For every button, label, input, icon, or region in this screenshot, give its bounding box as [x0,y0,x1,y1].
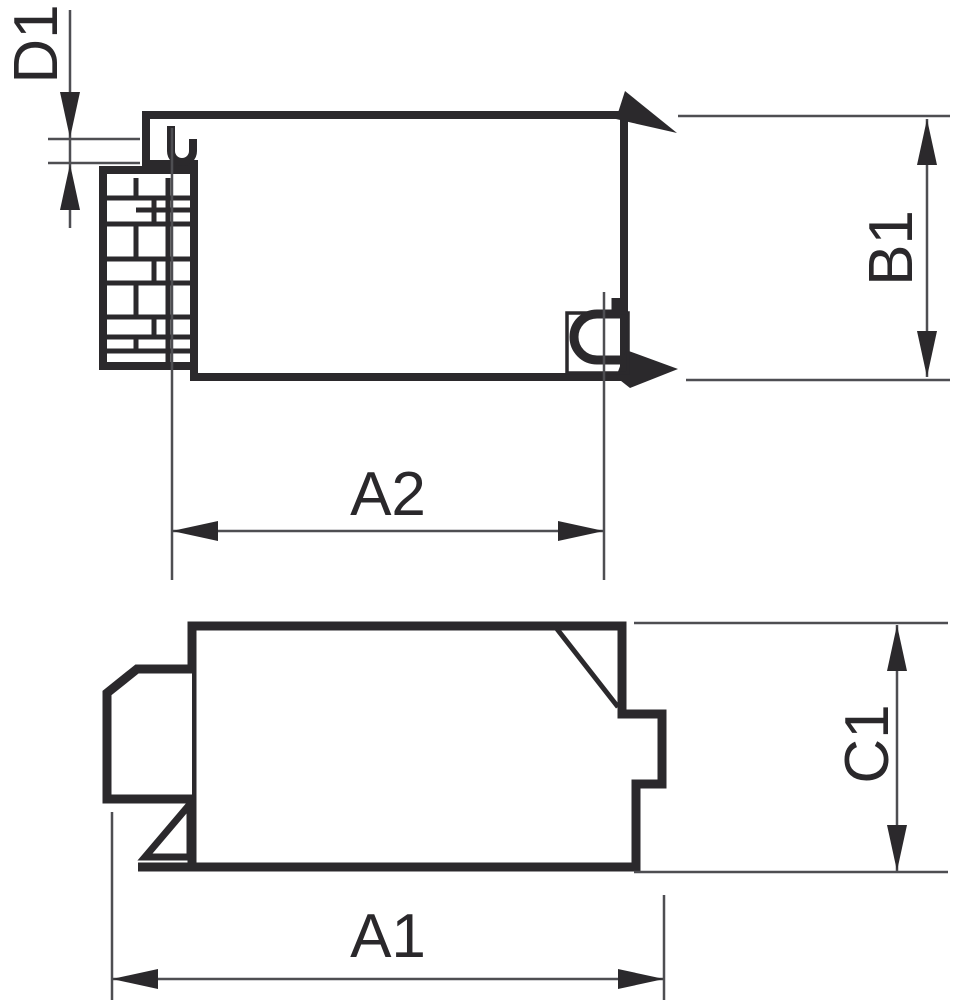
housing-body-side [142,111,628,381]
c1-arrow-up [887,625,907,671]
mounting-flange-top [616,91,677,133]
dimension-d1: D1 [2,4,140,228]
dimension-a1: A1 [110,812,666,1000]
housing-body-bottom [187,621,667,872]
snap-hook-bottom-right [569,298,626,365]
top-view [99,91,678,388]
c1-arrow-down [887,825,907,871]
a2-arrow-right [558,521,604,541]
b1-label: B1 [857,210,926,286]
a1-arrow-left [112,969,158,989]
a1-arrow-right [618,969,664,989]
d1-label: D1 [2,4,71,83]
b1-arrow-up [917,119,937,165]
snap-foot [137,794,194,861]
a2-arrow-left [172,521,218,541]
c1-label: C1 [833,704,902,783]
dimension-a2: A2 [170,128,606,580]
dimension-c1: C1 [634,621,948,874]
dimension-b1: B1 [678,114,950,382]
terminal-block [99,166,198,370]
a1-label: A1 [350,902,426,971]
chamfer-line [555,627,620,709]
terminal-grid [107,178,190,362]
d1-arrow-down [60,92,80,138]
b1-arrow-down [917,331,937,377]
bottom-view [102,621,667,872]
cable-entry-protrusion [102,664,192,804]
a2-label: A2 [350,460,426,529]
d1-arrow-up [60,164,80,210]
mounting-flange-bottom [616,350,678,388]
